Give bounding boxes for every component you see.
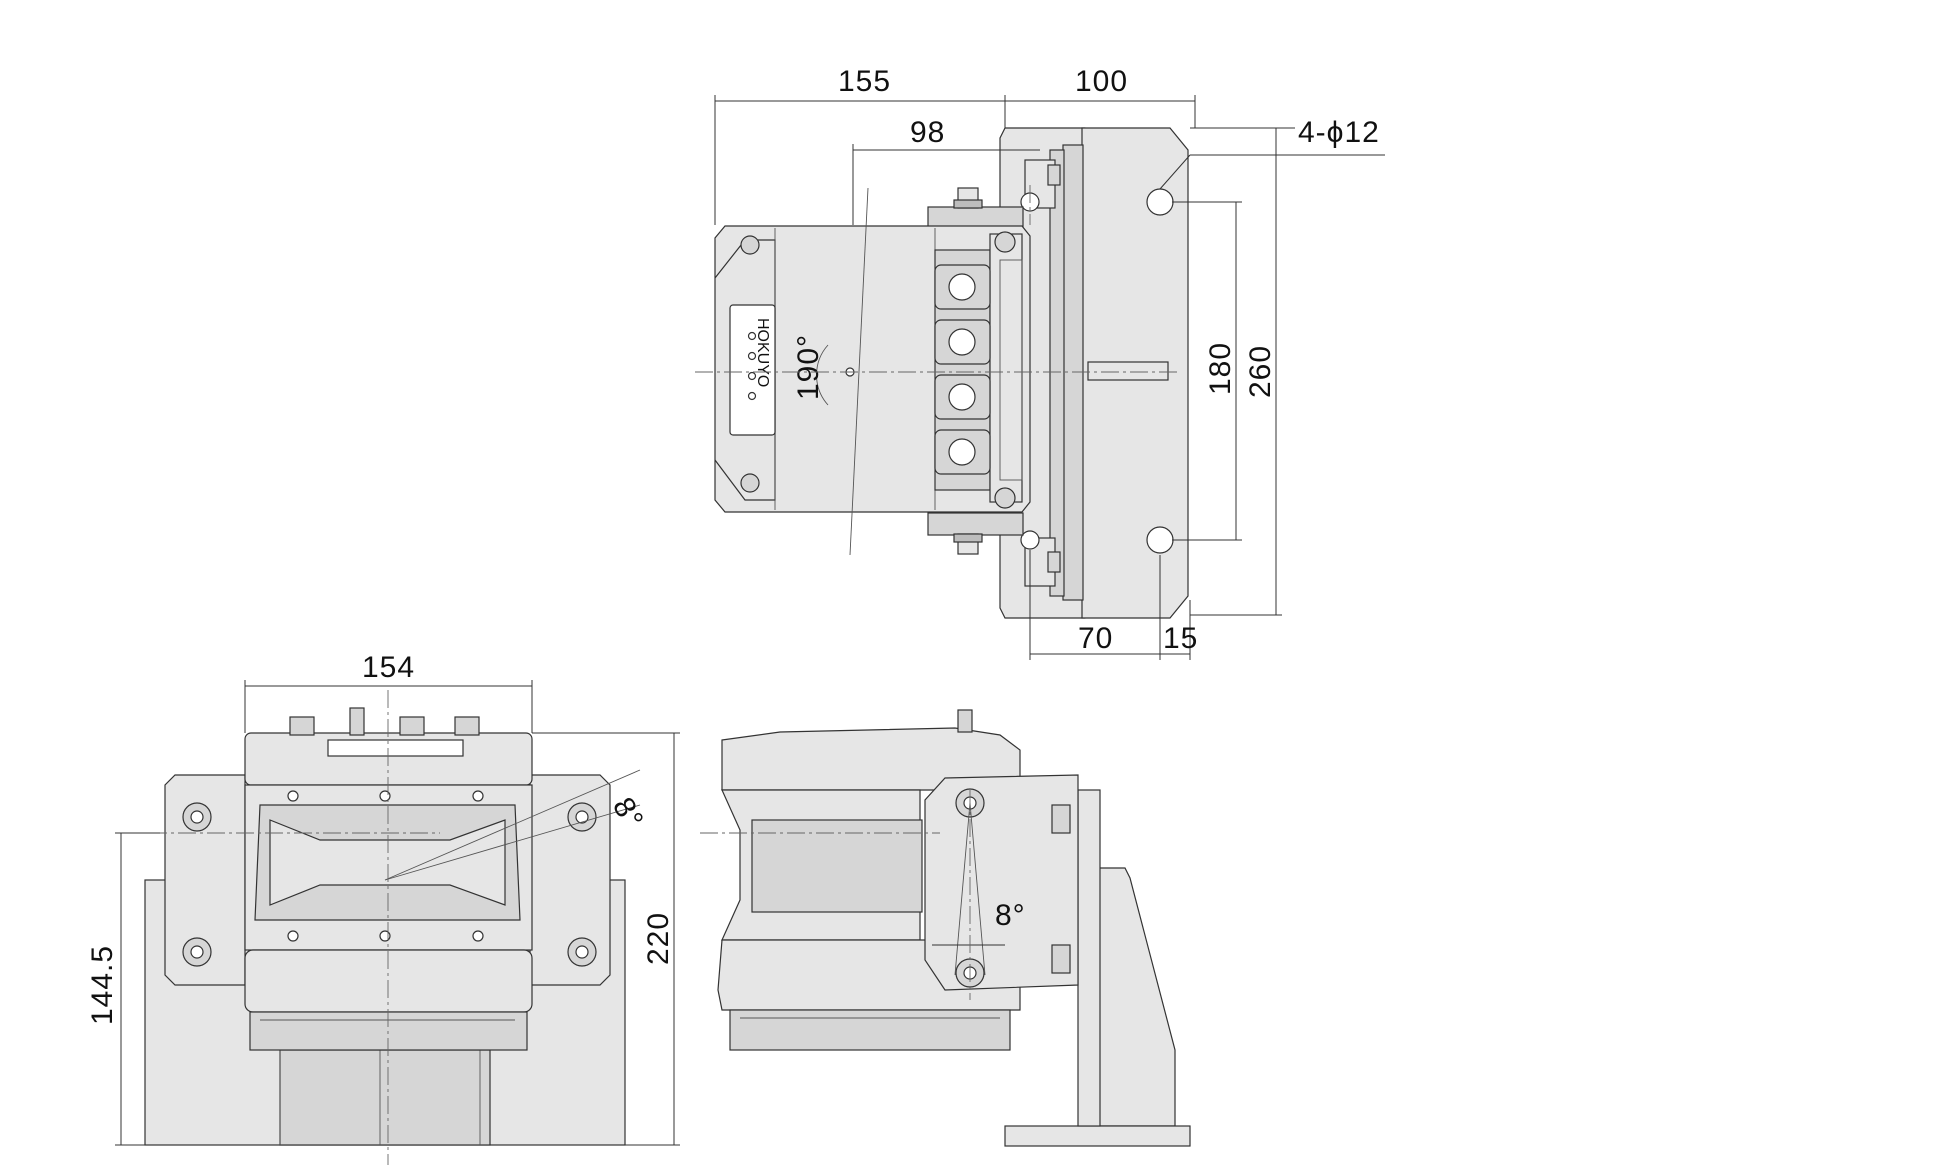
side-bracket <box>1094 867 1176 1127</box>
svg-text:144.5: 144.5 <box>86 945 119 1025</box>
side-view: 8° <box>700 709 1191 1147</box>
dim-hole-spec: 4-ϕ12 <box>1159 116 1385 190</box>
dim-pivot-to-bracket: 98 <box>852 116 1040 225</box>
brand-text: HOKUYO <box>754 318 771 387</box>
top-sensor-body: HOKUYO 190° <box>714 187 1031 556</box>
dim-front-width: 154 <box>244 651 533 733</box>
corner-bolt-icon <box>994 487 1016 509</box>
dim-bracket-depth: 100 <box>1005 65 1196 128</box>
svg-text:100: 100 <box>1075 65 1128 98</box>
svg-text:4-ϕ12: 4-ϕ12 <box>1298 116 1380 149</box>
dim-center-height: 144.5 <box>86 832 160 1146</box>
front-view: 8° 154 220 144.5 <box>86 651 680 1165</box>
dim-hole-pitch-horizontal: 70 15 <box>1029 550 1198 660</box>
front-bracket-bolts <box>182 802 597 967</box>
corner-bolt-icon <box>740 473 760 493</box>
dim-front-height: 220 <box>532 732 680 1146</box>
dim-bracket-height: 260 <box>1190 127 1282 616</box>
svg-text:70: 70 <box>1078 622 1113 655</box>
dim-hole-pitch-vertical: 180 <box>1172 201 1242 541</box>
corner-bolt-icon <box>740 235 760 255</box>
mounting-hole-3 <box>1146 188 1174 216</box>
svg-text:8°: 8° <box>995 899 1026 932</box>
svg-text:8°: 8° <box>606 792 650 835</box>
svg-text:154: 154 <box>362 651 415 684</box>
mounting-hole-4 <box>1146 526 1174 554</box>
side-tilt-plate <box>924 774 1079 991</box>
dim-overall-depth: 155 <box>714 65 1006 225</box>
top-view: HOKUYO 190° <box>695 65 1385 660</box>
display-panel <box>729 304 776 436</box>
svg-text:15: 15 <box>1163 622 1198 655</box>
svg-text:98: 98 <box>910 116 945 149</box>
connector-icons <box>934 264 991 475</box>
scan-angle-label: 190° <box>792 334 825 400</box>
corner-bolt-icon <box>994 231 1016 253</box>
svg-text:180: 180 <box>1204 342 1237 395</box>
svg-text:155: 155 <box>838 65 891 98</box>
mounting-hole-2 <box>1020 530 1040 550</box>
svg-text:260: 260 <box>1244 345 1277 398</box>
svg-text:220: 220 <box>642 912 675 965</box>
